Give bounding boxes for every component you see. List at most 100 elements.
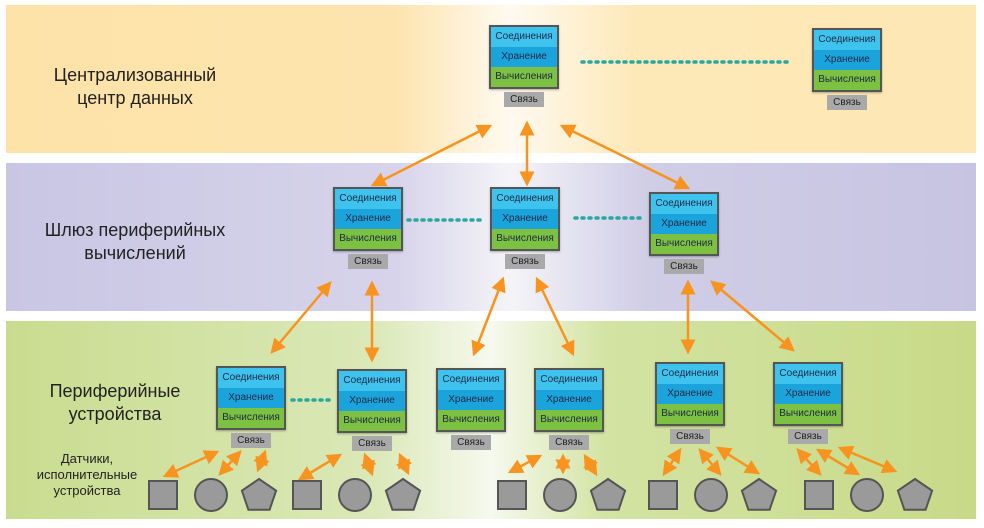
link-label: Связь [231, 433, 271, 448]
sensor-pentagon-icon [384, 477, 422, 511]
sensor-square-icon [648, 480, 678, 510]
sensor-circle-icon [543, 478, 577, 512]
storage-layer-label: Хранение [775, 384, 841, 404]
datacenter-tier-label: Централизованный центр данных [30, 64, 240, 110]
label-line: исполнительные [36, 467, 138, 482]
devices-tier-label: Периферийные устройства [20, 380, 210, 426]
storage-layer-label: Хранение [657, 384, 723, 404]
bidirectional-arrow [559, 124, 691, 190]
label-line: Шлюз периферийных [44, 220, 226, 240]
gateway-tier-label: Шлюз периферийных вычислений [30, 219, 240, 265]
label-line: Датчики, [60, 451, 114, 466]
connections-layer-label: Соединения [775, 364, 841, 384]
bidirectional-arrow [698, 448, 722, 476]
compute-layer-label: Вычисления [536, 410, 602, 430]
node-stack: Соединения Хранение Вычисления [655, 362, 725, 426]
link-label: Связь [352, 436, 392, 451]
compute-layer-label: Вычисления [775, 404, 841, 424]
compute-node-gw-1: Соединения Хранение Вычисления Связь [333, 187, 403, 269]
sensor-circle-icon [194, 478, 228, 512]
connections-layer-label: Соединения [438, 370, 504, 390]
label-line: устройства [53, 483, 121, 498]
compute-node-dev-6: Соединения Хранение Вычисления Связь [773, 362, 843, 444]
connections-layer-label: Соединения [651, 194, 717, 214]
bidirectional-arrow [218, 450, 242, 476]
connections-layer-label: Соединения [335, 189, 401, 209]
node-stack: Соединения Хранение Вычисления [649, 192, 719, 256]
compute-node-gw-3: Соединения Хранение Вычисления Связь [649, 192, 719, 274]
compute-layer-label: Вычисления [651, 234, 717, 254]
compute-layer-label: Вычисления [492, 229, 558, 249]
sensor-square-icon [292, 480, 322, 510]
connections-layer-label: Соединения [491, 27, 557, 47]
node-stack: Соединения Хранение Вычисления [534, 368, 604, 432]
node-stack: Соединения Хранение Вычисления [773, 362, 843, 426]
bidirectional-arrow [796, 448, 822, 476]
connections-layer-label: Соединения [814, 30, 880, 50]
compute-layer-label: Вычисления [335, 229, 401, 249]
sensor-pentagon-icon [740, 477, 778, 511]
storage-layer-label: Хранение [491, 47, 557, 67]
storage-layer-label: Хранение [814, 50, 880, 70]
compute-layer-label: Вычисления [339, 411, 405, 431]
compute-node-dc-2: Соединения Хранение Вычисления Связь [812, 28, 882, 110]
bidirectional-arrow [583, 453, 598, 477]
connections-layer-label: Соединения [218, 368, 284, 388]
label-line: центр данных [77, 88, 193, 108]
label-line: Централизованный [53, 65, 217, 85]
bidirectional-arrow [360, 452, 377, 477]
compute-node-dev-2: Соединения Хранение Вычисления Связь [337, 369, 407, 451]
sensor-square-icon [148, 480, 178, 510]
sensor-circle-icon [338, 478, 372, 512]
link-label: Связь [827, 95, 867, 110]
compute-node-dev-1: Соединения Хранение Вычисления Связь [216, 366, 286, 448]
node-stack: Соединения Хранение Вычисления [436, 368, 506, 432]
storage-layer-label: Хранение [651, 214, 717, 234]
compute-node-dev-5: Соединения Хранение Вычисления Связь [655, 362, 725, 444]
compute-layer-label: Вычисления [657, 404, 723, 424]
label-line: вычислений [84, 243, 186, 263]
compute-layer-label: Вычисления [814, 70, 880, 90]
link-label: Связь [549, 435, 589, 450]
compute-node-dc-1: Соединения Хранение Вычисления Связь [489, 25, 559, 107]
node-stack: Соединения Хранение Вычисления [490, 187, 560, 251]
connections-layer-label: Соединения [536, 370, 602, 390]
bidirectional-arrow [162, 450, 220, 478]
sensor-circle-icon [850, 478, 884, 512]
node-stack: Соединения Хранение Вычисления [337, 369, 407, 433]
sensor-circle-icon [694, 478, 728, 512]
storage-layer-label: Хранение [536, 390, 602, 410]
link-label: Связь [505, 254, 545, 269]
compute-layer-label: Вычисления [218, 408, 284, 428]
bidirectional-arrow [837, 445, 898, 474]
connections-layer-label: Соединения [657, 364, 723, 384]
link-label: Связь [664, 259, 704, 274]
compute-layer-label: Вычисления [491, 67, 557, 87]
sensor-square-icon [804, 480, 834, 510]
compute-node-dev-4: Соединения Хранение Вычисления Связь [534, 368, 604, 450]
sensor-square-icon [497, 480, 527, 510]
sensor-pentagon-icon [589, 477, 627, 511]
storage-layer-label: Хранение [492, 209, 558, 229]
link-label: Связь [451, 435, 491, 450]
sensor-pentagon-icon [240, 477, 278, 511]
storage-layer-label: Хранение [335, 209, 401, 229]
sensor-pentagon-icon [896, 477, 934, 511]
bidirectional-arrow [253, 449, 270, 473]
compute-node-dev-3: Соединения Хранение Вычисления Связь [436, 368, 506, 450]
bidirectional-arrow [662, 447, 682, 477]
storage-layer-label: Хранение [339, 391, 405, 411]
compute-node-gw-2: Соединения Хранение Вычисления Связь [490, 187, 560, 269]
bidirectional-arrow [715, 446, 761, 475]
bidirectional-arrow [396, 452, 412, 476]
bidirectional-arrow [471, 276, 506, 357]
label-line: Периферийные [49, 381, 181, 401]
node-stack: Соединения Хранение Вычисления [333, 187, 403, 251]
compute-layer-label: Вычисления [438, 410, 504, 430]
label-line: устройства [68, 404, 162, 424]
link-label: Связь [788, 429, 828, 444]
link-label: Связь [504, 92, 544, 107]
link-label: Связь [670, 429, 710, 444]
bidirectional-arrow [710, 280, 795, 352]
